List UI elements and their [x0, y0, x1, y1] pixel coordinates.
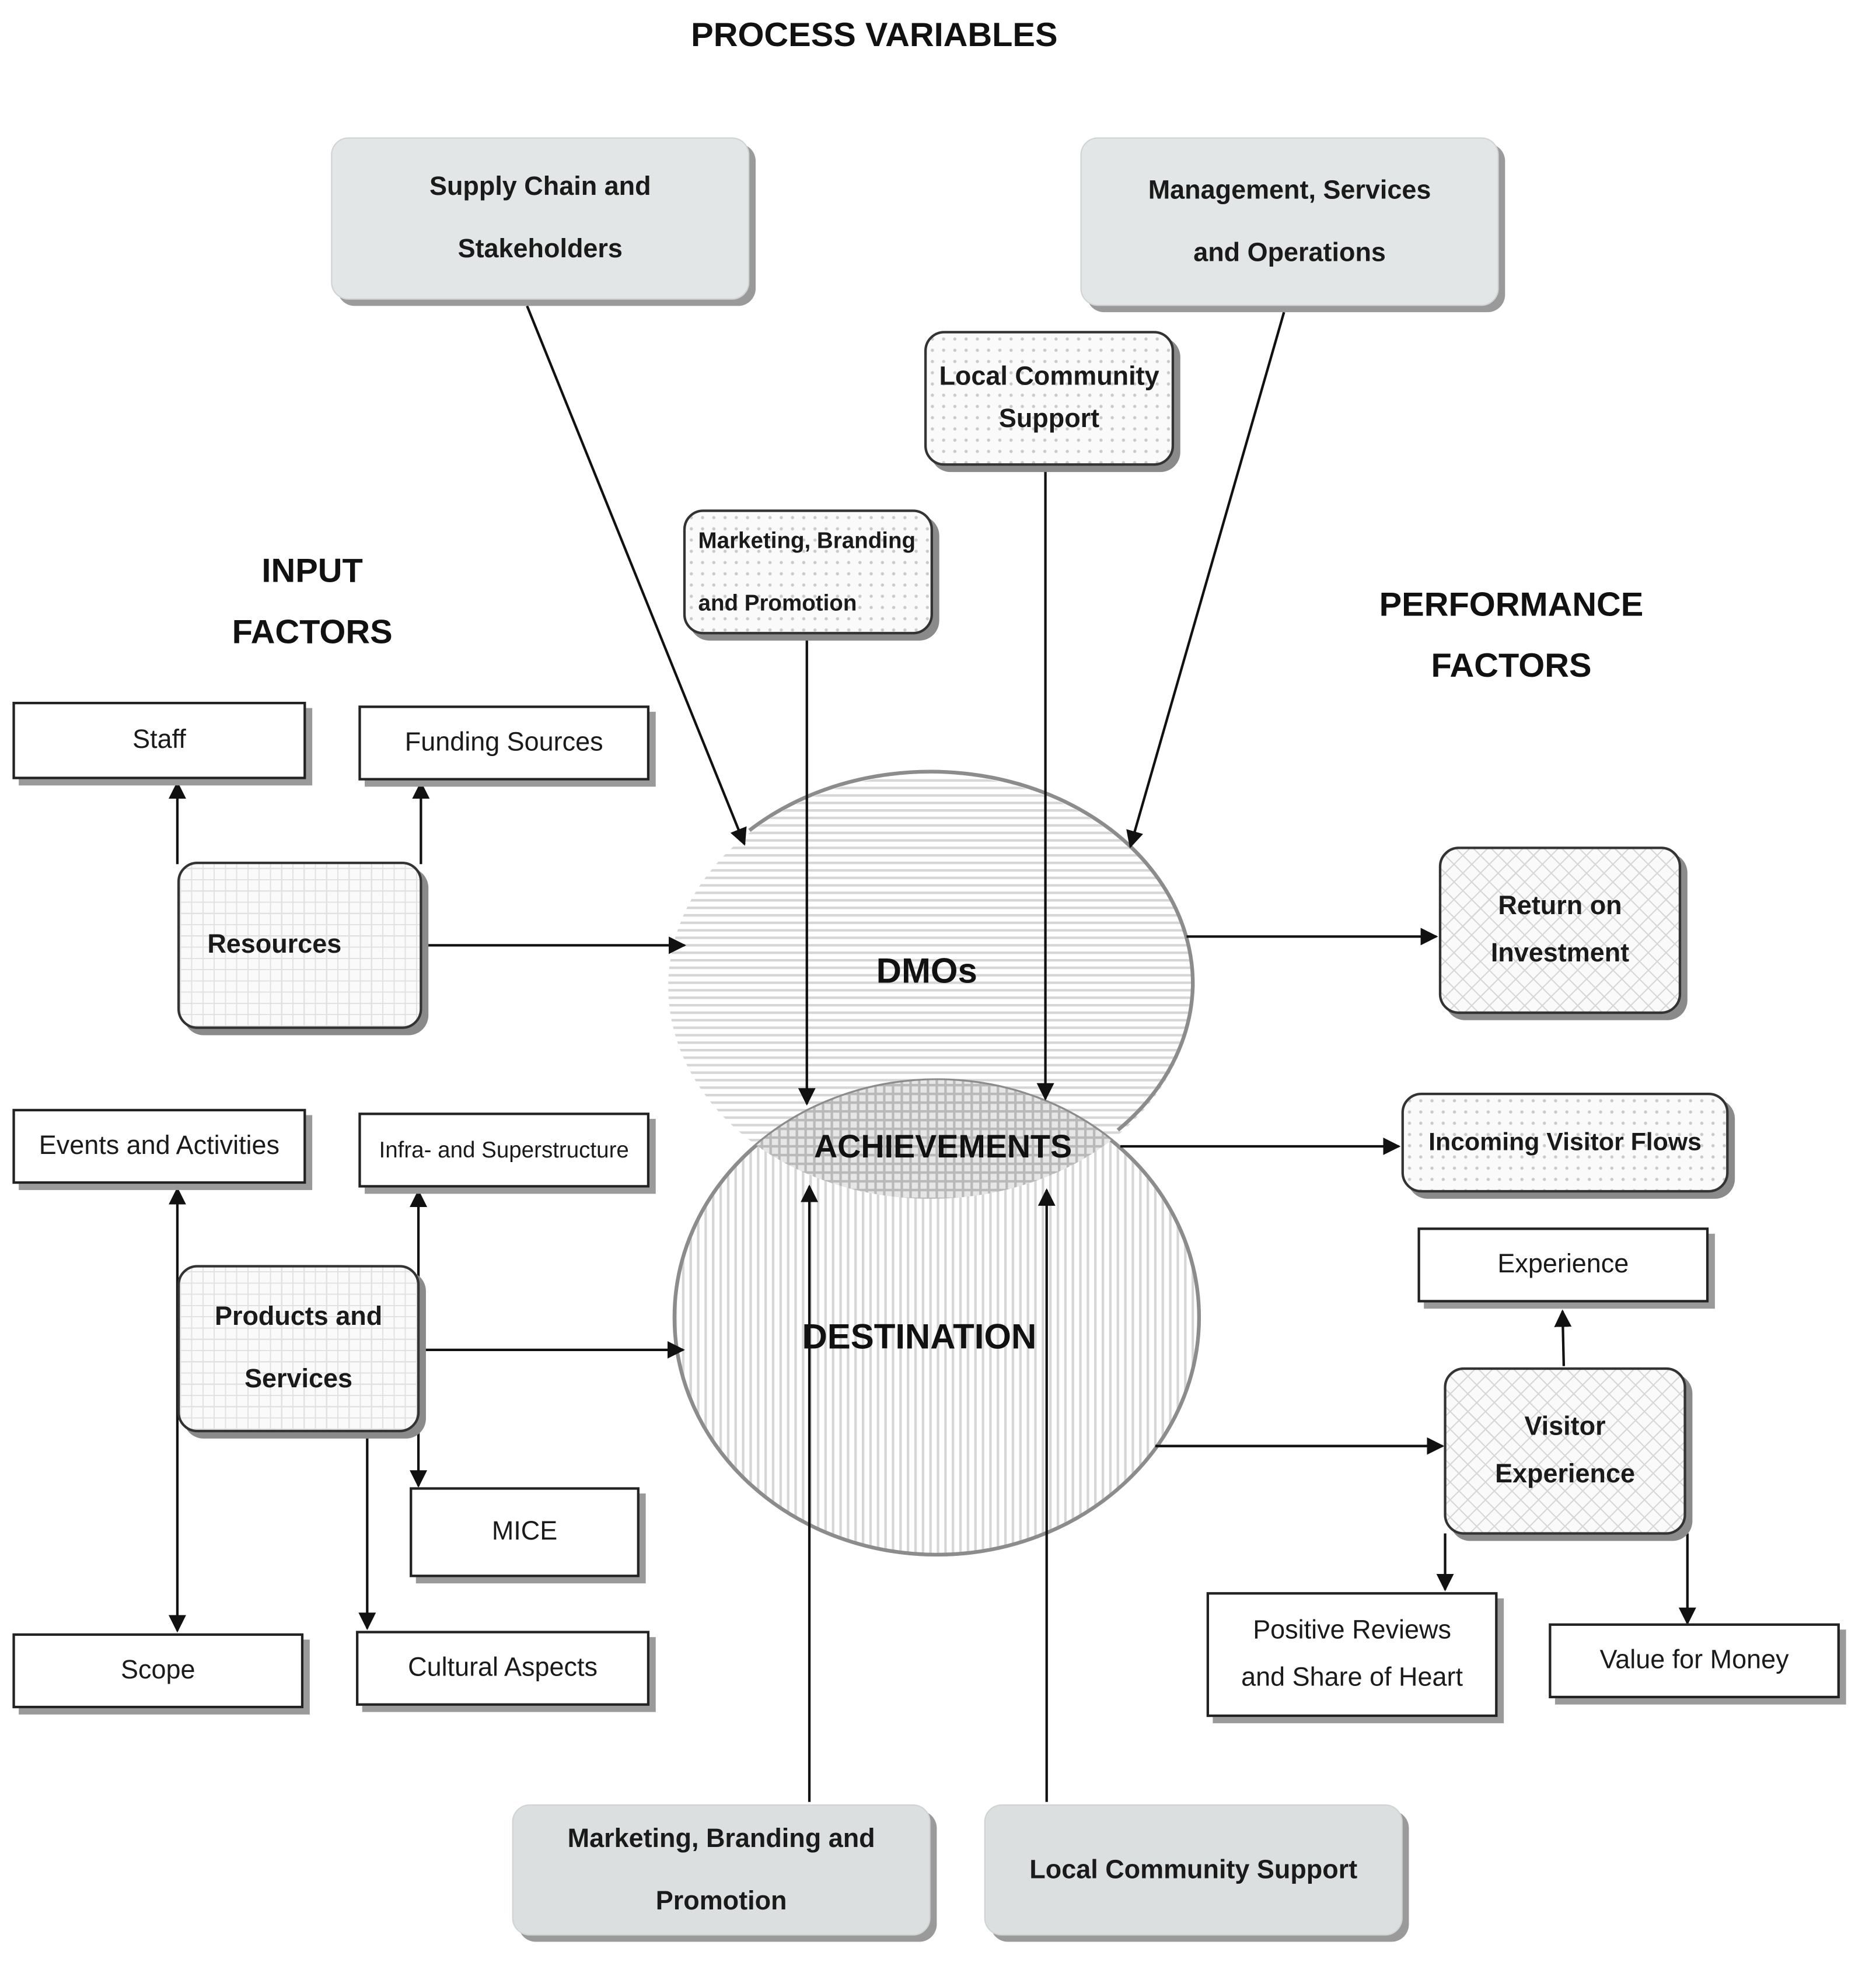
connector-visitor-experience — [1554, 1309, 1572, 1366]
cultural-aspects-label: Cultural Aspects — [408, 1653, 598, 1682]
marketing-top-box: Marketing, Branding and Promotion — [683, 509, 933, 635]
resources-label: Resources — [207, 930, 342, 959]
performance-heading-line2: FACTORS — [1431, 646, 1592, 684]
management-box: Management, Services and Operations — [1080, 137, 1499, 306]
products-services-line1: Products and — [214, 1302, 383, 1331]
infrastructure-box: Infra- and Superstructure — [358, 1113, 650, 1188]
positive-reviews-line2: and Share of Heart — [1241, 1663, 1463, 1692]
experience-label: Experience — [1497, 1250, 1629, 1279]
local-community-top-line2: Support — [998, 404, 1100, 433]
supply-chain-line2: Stakeholders — [457, 235, 623, 264]
events-activities-label: Events and Activities — [39, 1131, 280, 1160]
infrastructure-label: Infra- and Superstructure — [379, 1137, 629, 1163]
destination-label: DESTINATION — [802, 1317, 1037, 1356]
value-for-money-label: Value for Money — [1599, 1646, 1789, 1675]
mice-box: MICE — [410, 1487, 640, 1577]
achievements-label: ACHIEVEMENTS — [813, 1127, 1073, 1166]
management-line2: and Operations — [1193, 237, 1386, 267]
products-services-box: Products and Services — [177, 1265, 420, 1433]
marketing-bottom-line1: Marketing, Branding and — [567, 1824, 875, 1853]
dmos-label: DMOs — [876, 951, 977, 991]
input-factors-heading: INPUT FACTORS — [162, 541, 462, 663]
local-community-top-box: Local Community Support — [924, 331, 1175, 466]
visitor-experience-line2: Experience — [1495, 1460, 1635, 1489]
scope-box: Scope — [12, 1633, 304, 1709]
events-activities-box: Events and Activities — [12, 1108, 306, 1184]
products-services-line2: Services — [244, 1365, 353, 1394]
cultural-aspects-box: Cultural Aspects — [356, 1631, 650, 1706]
input-heading-line2: FACTORS — [232, 613, 393, 651]
roi-box: Return on Investment — [1438, 846, 1682, 1015]
performance-heading-line1: PERFORMANCE — [1379, 585, 1644, 624]
local-community-top-line1: Local Community — [939, 362, 1159, 391]
visitor-flows-label: Incoming Visitor Flows — [1428, 1129, 1702, 1157]
supply-chain-line1: Supply Chain and — [429, 172, 651, 201]
marketing-bottom-line2: Promotion — [655, 1886, 787, 1915]
marketing-top-line2: and Promotion — [698, 590, 857, 616]
process-variables-heading: PROCESS VARIABLES — [691, 16, 1058, 54]
funding-sources-box: Funding Sources — [358, 705, 650, 781]
experience-box: Experience — [1417, 1227, 1709, 1303]
visitor-flows-box: Incoming Visitor Flows — [1401, 1092, 1729, 1193]
connector-supply-chain-dmos — [526, 305, 747, 846]
roi-line2: Investment — [1490, 939, 1630, 968]
positive-reviews-line1: Positive Reviews — [1253, 1615, 1451, 1645]
marketing-top-line1: Marketing, Branding — [698, 528, 916, 554]
performance-factors-heading: PERFORMANCE FACTORS — [1324, 575, 1699, 697]
connector-management-dmos — [1126, 312, 1285, 849]
management-line1: Management, Services — [1148, 175, 1431, 204]
staff-label: Staff — [132, 725, 186, 754]
visitor-experience-line1: Visitor — [1524, 1412, 1606, 1442]
resources-box: Resources — [177, 861, 422, 1029]
local-community-bottom-label: Local Community Support — [1029, 1855, 1358, 1884]
local-community-bottom-box: Local Community Support — [984, 1804, 1403, 1936]
dmos-circle-outline — [748, 769, 1195, 1132]
funding-sources-label: Funding Sources — [404, 727, 603, 757]
positive-reviews-box: Positive Reviews and Share of Heart — [1206, 1592, 1498, 1717]
supply-chain-box: Supply Chain and Stakeholders — [331, 137, 750, 300]
visitor-experience-box: Visitor Experience — [1444, 1367, 1686, 1535]
staff-box: Staff — [12, 701, 306, 779]
value-for-money-box: Value for Money — [1549, 1623, 1840, 1699]
marketing-bottom-box: Marketing, Branding and Promotion — [512, 1804, 931, 1936]
scope-label: Scope — [121, 1656, 195, 1685]
roi-line1: Return on — [1498, 891, 1622, 921]
mice-label: MICE — [491, 1517, 558, 1546]
input-heading-line1: INPUT — [261, 552, 363, 590]
